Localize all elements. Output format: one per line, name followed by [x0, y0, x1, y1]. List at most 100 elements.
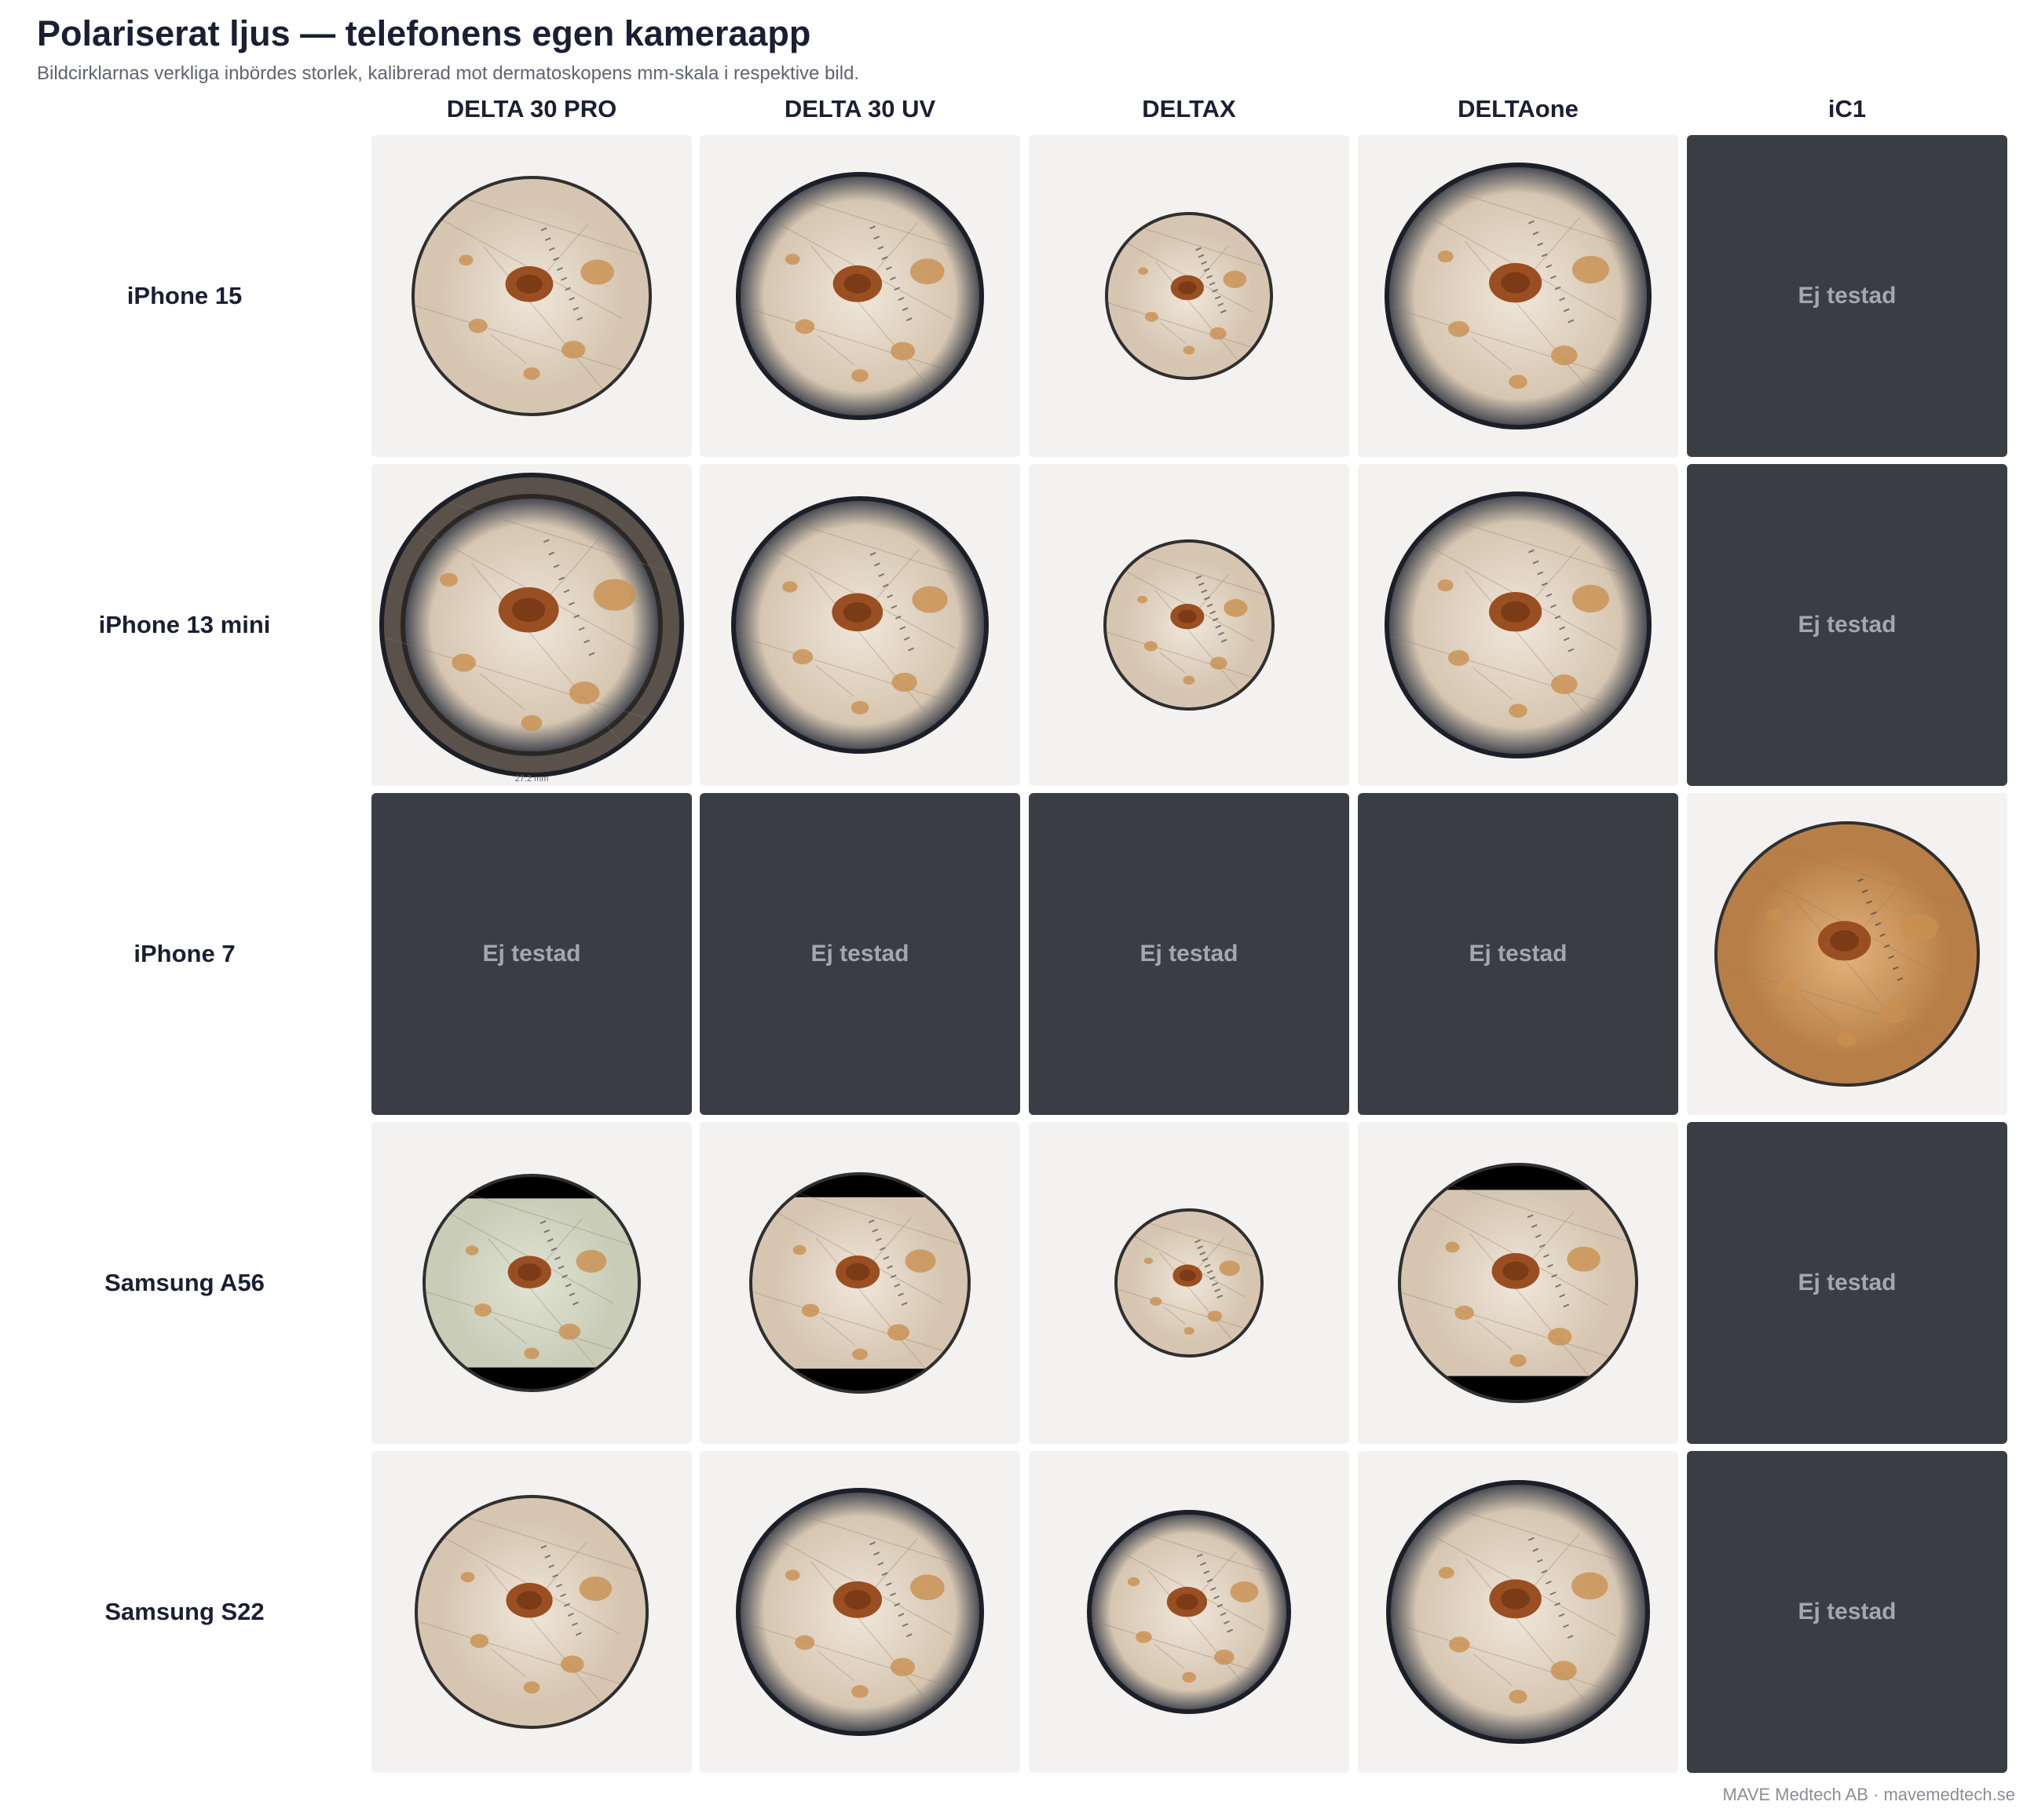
freckle-spot — [521, 714, 543, 731]
image-cell — [1029, 135, 1349, 457]
column-header: iC1 — [1827, 95, 1867, 122]
untested-cell: Ej testad — [1358, 793, 1678, 1115]
row-header: Samsung A56 — [104, 1269, 265, 1296]
dermoscopy-image — [412, 176, 652, 416]
freckle-spot — [1143, 641, 1158, 652]
dermoscopy-image — [736, 172, 984, 420]
lens-rim — [423, 1174, 641, 1392]
freckle-spot — [523, 1681, 540, 1694]
freckle-spot — [1900, 913, 1938, 942]
image-cell — [371, 135, 692, 457]
footer-credit: MAVE Medtech AB · mavemedtech.se — [1722, 1785, 2015, 1804]
freckle-spot — [470, 1634, 489, 1648]
freckle-spot — [1509, 704, 1527, 718]
image-cell — [1358, 464, 1678, 786]
freckle-spot — [1214, 1650, 1235, 1665]
freckle-spot — [580, 259, 614, 285]
untested-label: Ej testad — [1798, 1599, 1897, 1624]
freckle-spot — [1183, 345, 1195, 355]
dermoscopy-image — [415, 1495, 649, 1729]
freckle-spot — [1567, 1246, 1600, 1272]
freckle-spot — [851, 700, 869, 714]
image-cell — [1029, 1122, 1349, 1444]
freckle-spot — [1509, 1354, 1527, 1367]
freckle-spot — [1437, 579, 1454, 592]
freckle-spot — [465, 1245, 479, 1255]
freckle-spot — [1183, 1327, 1194, 1336]
dermoscopy-image — [1103, 539, 1275, 711]
image-cell — [1358, 1122, 1678, 1444]
freckle-spot — [1838, 1032, 1857, 1047]
lens-rim — [736, 172, 984, 420]
scale-label: 27.2 mm — [515, 774, 549, 784]
freckle-spot — [1136, 1631, 1152, 1643]
row-header: iPhone 7 — [134, 940, 236, 967]
freckle-spot — [912, 586, 948, 613]
image-cell — [700, 1451, 1020, 1773]
black-band-top — [423, 1175, 640, 1199]
row-header: iPhone 15 — [126, 282, 243, 309]
freckle-spot — [1150, 1296, 1162, 1307]
row-header: iPhone 13 mini — [98, 611, 271, 638]
lens-rim — [1385, 492, 1652, 758]
freckle-spot — [851, 369, 869, 382]
lens-rim — [1385, 163, 1652, 429]
freckle-spot — [1449, 1636, 1470, 1653]
freckle-spot — [561, 1655, 584, 1673]
untested-label: Ej testad — [1140, 941, 1238, 967]
freckle-spot — [792, 1244, 807, 1255]
page-subtitle: Bildcirklarnas verkliga inbördes storlek… — [37, 63, 860, 84]
lens-rim — [749, 1172, 971, 1394]
untested-label: Ej testad — [1469, 941, 1568, 967]
untested-cell: Ej testad — [1687, 1122, 2007, 1444]
image-cell — [1029, 1451, 1349, 1773]
lens-rim — [1398, 1163, 1638, 1403]
untested-cell: Ej testad — [1029, 793, 1349, 1115]
freckle-spot — [1551, 345, 1578, 366]
freckle-spot — [1551, 674, 1578, 695]
freckle-spot — [795, 1635, 815, 1650]
untested-cell: Ej testad — [1687, 135, 2007, 457]
dermoscopy-image — [1385, 492, 1652, 758]
lens-rim — [1714, 821, 1980, 1087]
untested-cell: Ej testad — [1687, 464, 2007, 786]
dermoscopy-image — [1385, 163, 1652, 429]
freckle-spot — [523, 367, 540, 380]
freckle-spot — [524, 1347, 540, 1359]
lens-rim — [415, 1495, 649, 1729]
lens-rim — [412, 176, 652, 416]
image-cell — [1687, 793, 2007, 1115]
dermoscopy-image — [379, 473, 684, 777]
freckle-spot — [887, 1324, 909, 1341]
freckle-spot — [1509, 375, 1527, 389]
freckle-spot — [792, 649, 814, 665]
freckle-spot — [1207, 1310, 1223, 1322]
image-cell — [1358, 1451, 1678, 1773]
freckle-spot — [1509, 1690, 1527, 1704]
freckle-spot — [782, 581, 798, 593]
freckle-spot — [579, 1576, 613, 1601]
dermoscopy-image — [1114, 1208, 1264, 1358]
freckle-spot — [785, 1570, 800, 1581]
freckle-spot — [1183, 675, 1195, 685]
freckle-spot — [852, 1348, 868, 1361]
freckle-spot — [1454, 1305, 1474, 1321]
freckle-spot — [1143, 1257, 1153, 1265]
freckle-spot — [851, 1685, 869, 1698]
untested-label: Ej testad — [810, 941, 909, 967]
freckle-spot — [1224, 599, 1248, 617]
image-cell — [371, 1451, 692, 1773]
freckle-spot — [1127, 1577, 1140, 1587]
freckle-spot — [795, 319, 815, 334]
black-band-top — [750, 1173, 970, 1197]
freckle-spot — [905, 1249, 936, 1273]
black-band-top — [1399, 1164, 1637, 1190]
dermoscopy-image — [1714, 821, 1980, 1087]
freckle-spot — [891, 672, 917, 693]
freckle-spot — [1138, 267, 1149, 275]
freckle-spot — [785, 254, 800, 265]
lens-rim — [731, 496, 989, 754]
lens-rim — [1386, 1480, 1650, 1744]
freckle-spot — [1571, 1572, 1608, 1600]
untested-cell: Ej testad — [371, 793, 692, 1115]
